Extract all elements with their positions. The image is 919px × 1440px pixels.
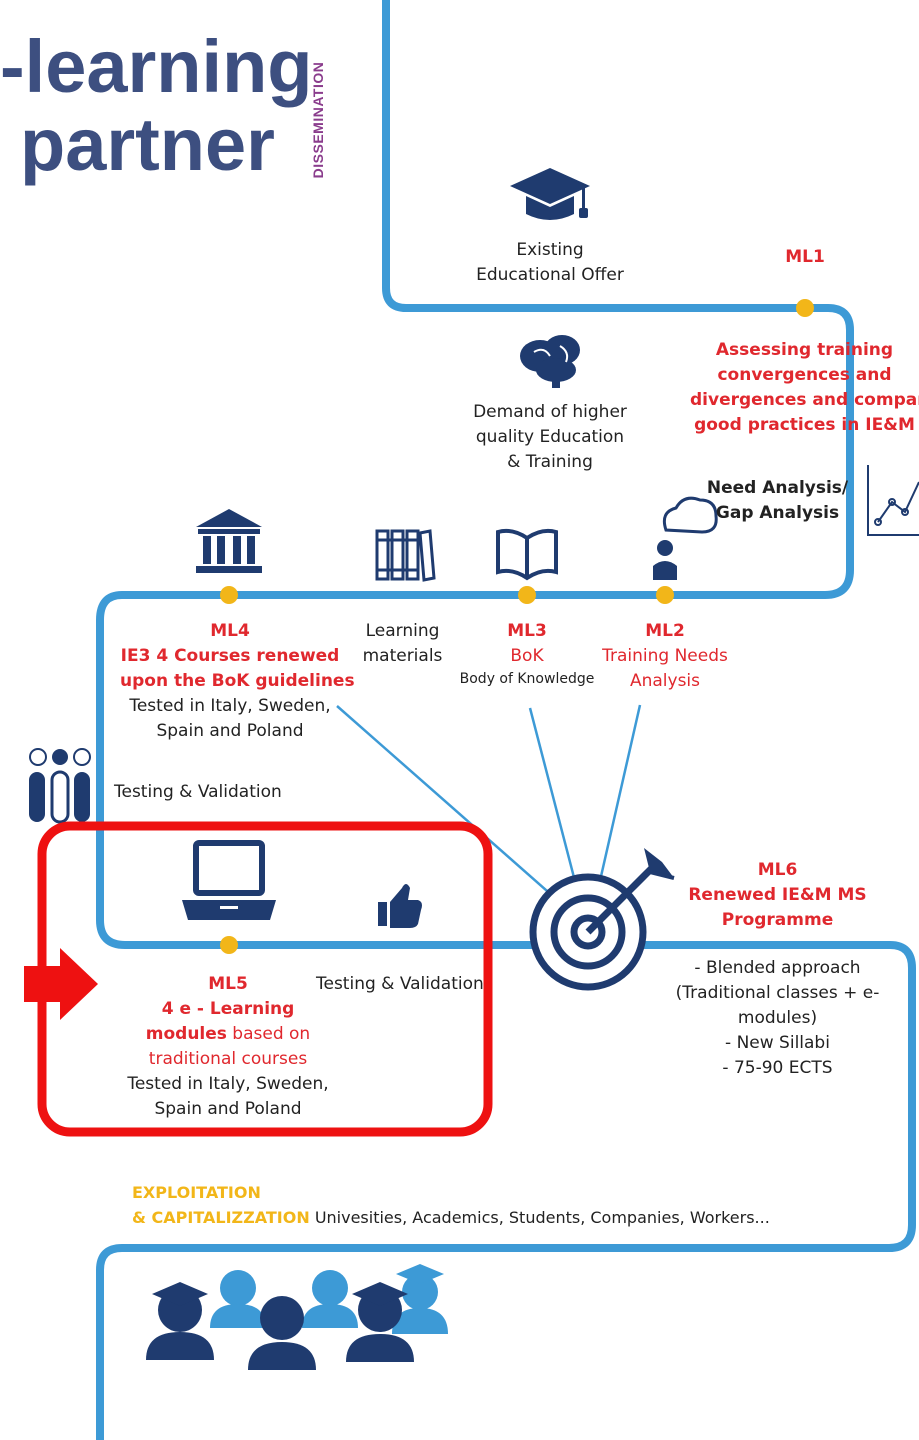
demand-label: Demand of higher quality Education & Tra… [465,400,635,475]
chart-icon [867,465,919,536]
existing-offer-line-1: Existing [516,240,584,260]
ml6-point-2: (Traditional classes + e- [675,983,880,1003]
ml5-desc-line-3: traditional courses [148,1049,308,1069]
need-analysis-label: Need Analysis/ Gap Analysis [705,476,850,526]
ml4-label: ML4 [210,621,250,641]
ml6-point-4: - New Sillabi [725,1033,830,1053]
ml1-desc-line-4: good practices in IE&M [694,415,915,435]
exploitation-line-2: & CAPITALIZZATION Univesities, Academics… [132,1205,770,1230]
audience-text: Univesities, Academics, Students, Compan… [309,1208,770,1227]
roadmap-path [96,0,916,1440]
graduation-cap-icon [510,168,590,220]
open-book-icon [496,528,558,581]
connector-ml4 [336,705,581,921]
people-icon [146,1264,448,1370]
ml4-tested-line-2: Spain and Poland [156,721,304,741]
ml4-block: ML4 IE3 4 Courses renewed upon the BoK g… [120,619,355,744]
ml1-desc-line-3: divergences and company [690,390,919,410]
ml2-label: ML2 [645,621,685,641]
exploitation-line-1: EXPLOITATION [132,1183,261,1202]
ml5-tested-line-2: Spain and Poland [154,1099,302,1119]
ml3-body: Body of Knowledge [459,671,595,687]
ml5-desc-line-2: modules based on [118,1022,338,1047]
bank-icon [196,509,262,573]
ml5-tested-line-1: Tested in Italy, Sweden, [127,1074,329,1094]
arrow-icon [24,948,98,1020]
ml5-block: ML5 4 e - Learning modules based on trad… [118,972,338,1122]
target-icon [529,848,675,991]
exploitation-block: EXPLOITATION & CAPITALIZZATION Univesiti… [132,1180,770,1230]
learning-materials-line-2: materials [362,646,443,666]
need-analysis-line-2: Gap Analysis [715,503,840,523]
ml4-desc-line-1: IE3 4 Courses renewed [120,646,340,666]
need-analysis-line-1: Need Analysis/ [706,478,849,498]
ml6-points: - Blended approach (Traditional classes … [670,956,885,1081]
ml6-point-5: - 75-90 ECTS [722,1058,833,1078]
ml1-label: ML1 [785,247,825,267]
ml6-desc-line-1: Renewed IE&M MS [688,885,867,905]
ml6-label: ML6 [757,860,798,880]
ml3-dot [518,586,536,604]
testing-validation-1: Testing & Validation [114,782,282,802]
demand-line-1: Demand of higher [473,402,627,422]
title-line-1: -learning [0,25,313,108]
ml4-desc-line-2: upon the BoK guidelines [120,671,355,691]
learning-materials-line-1: Learning [365,621,440,641]
learning-materials-label: Learning materials [350,619,455,669]
ml6-point-1: - Blended approach [694,958,861,978]
ml4-dot [220,586,238,604]
capitalization-label: & CAPITALIZZATION [132,1208,310,1227]
ml4-tested-line-1: Tested in Italy, Sweden, [129,696,331,716]
thumbs-up-icon [378,884,422,928]
books-icon [375,529,436,582]
ml1-description: Assessing training convergences and dive… [690,338,919,438]
ml5-desc-based-on: based on [226,1024,311,1044]
ml3-block: ML3 BoK Body of Knowledge [452,619,602,689]
ml2-dot [656,586,674,604]
ml5-dot [220,936,238,954]
existing-offer-line-2: Educational Offer [476,265,624,285]
demand-line-3: & Training [507,452,593,472]
ml5-label: ML5 [208,974,248,994]
ml2-desc-line-2: Analysis [629,671,701,691]
ml6-desc-line-2: Programme [721,910,834,930]
title-line-2: partner [20,103,275,186]
demand-line-2: quality Education [475,427,625,447]
ml1-dot [796,299,814,317]
ml2-desc-line-1: Training Needs [602,646,728,666]
laptop-icon [182,840,276,920]
testing-validation-2: Testing & Validation [316,974,484,994]
side-label: DISSEMINATION [288,30,348,210]
ml1-desc-line-1: Assessing training [715,340,894,360]
test-tubes-icon [29,748,91,824]
ml6-block: ML6 Renewed IE&M MS Programme [680,858,875,933]
ml5-desc-line-1: 4 e - Learning [161,999,295,1019]
ml3-label: ML3 [507,621,547,641]
existing-offer-label: Existing Educational Offer [470,238,630,288]
ml6-point-3: modules) [737,1008,818,1028]
side-label-text: DISSEMINATION [310,61,326,179]
ml2-block: ML2 Training Needs Analysis [595,619,735,694]
ml1-desc-line-2: convergences and [717,365,892,385]
brain-icon [520,335,580,388]
ml3-bok: BoK [510,646,544,666]
person-cloud-icon [653,496,718,580]
ml5-desc-modules: modules [145,1024,227,1044]
